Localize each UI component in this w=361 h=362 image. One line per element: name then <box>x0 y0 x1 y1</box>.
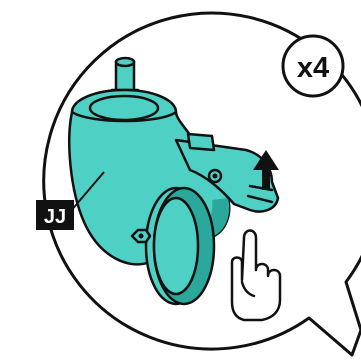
part-label-text: JJ <box>44 206 66 228</box>
quantity-badge: x4 <box>283 36 343 96</box>
part-label: JJ <box>36 200 74 230</box>
quantity-badge-text: x4 <box>297 52 329 84</box>
